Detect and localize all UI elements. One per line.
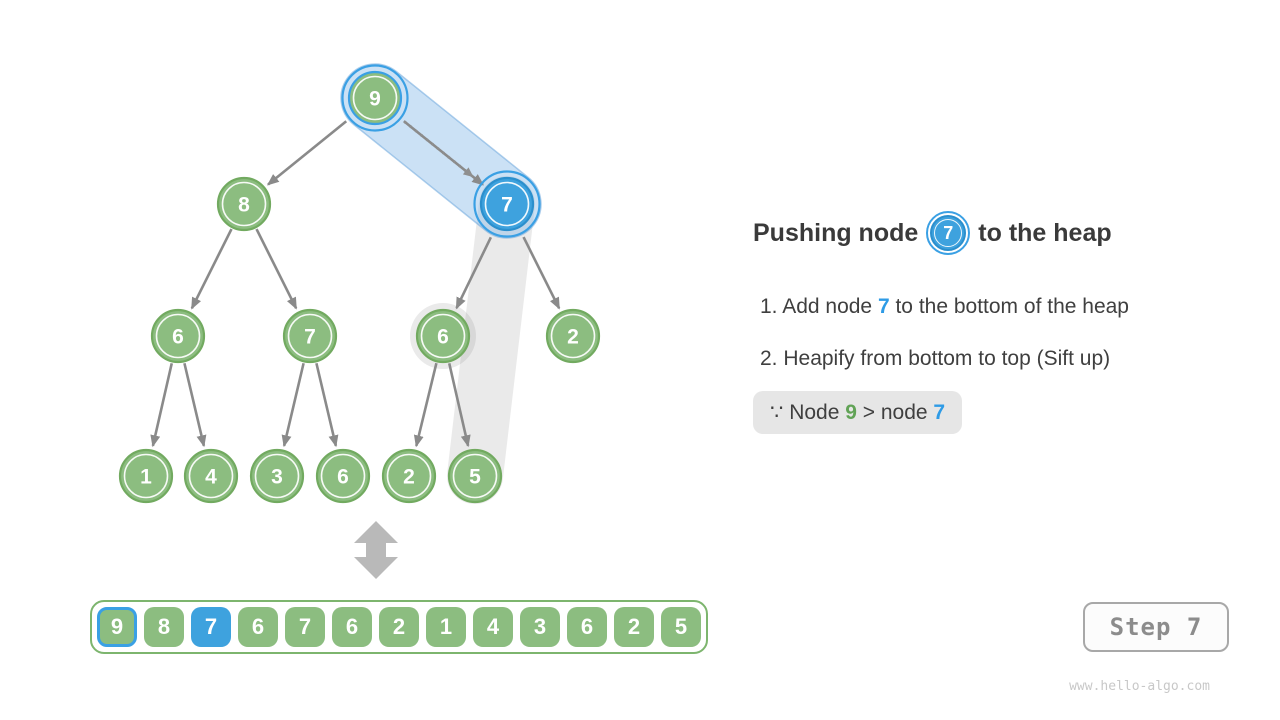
tree-node: 3 [249,448,305,504]
text-segment: 9 [845,401,857,424]
instruction-2: 2. Heapify from bottom to top (Sift up) [760,345,1129,373]
instruction-list: 1. Add node 7 to the bottom of the heap 2… [760,293,1129,397]
heap-tree-diagram: 9 8 7 6 7 6 2 1 4 3 6 2 5 [118,63,601,579]
tree-edge [315,362,339,448]
tree-node-value: 6 [337,466,349,489]
tree-node: 7 [282,308,338,364]
tree-node: 6 [150,308,206,364]
tree-edge [455,236,493,310]
tree-node: 2 [381,448,437,504]
tree-node-value: 9 [369,88,381,111]
tree-edge [522,236,561,310]
array-cell: 6 [332,607,372,647]
tree-node: 9 [341,64,409,132]
tree-node-value: 3 [271,466,283,489]
tree-node-value: 7 [501,194,513,217]
tree-node: 6 [415,308,471,364]
array-cell: 9 [97,607,137,647]
instruction-1: 1. Add node 7 to the bottom of the heap [760,293,1129,321]
tree-node-value: 1 [140,466,152,489]
text-segment: ∵ Node [770,401,846,424]
tree-node: 7 [473,170,541,238]
text-segment: 7 [933,401,946,424]
tree-array-swap-icon [354,521,398,579]
array-cell: 2 [614,607,654,647]
array-cell: 5 [661,607,701,647]
tree-edge [281,362,305,448]
tree-edge [255,228,298,310]
text-segment: 2. Heapify from bottom to top (Sift up) [760,347,1111,370]
tree-node-value: 7 [304,326,316,349]
tree-node-value: 8 [238,194,250,217]
tree-node-value: 6 [437,326,449,349]
tree-node-value: 2 [567,326,579,349]
array-cell: 8 [144,607,184,647]
array-cell: 6 [238,607,278,647]
text-segment: 7 [877,295,890,318]
tree-node: 1 [118,448,174,504]
tree-node: 6 [315,448,371,504]
tree-edge [266,120,348,186]
tree-node-value: 6 [172,326,184,349]
panel-title-suffix: to the heap [978,218,1112,247]
step-indicator: Step 7 [1083,602,1229,652]
tree-node: 2 [545,308,601,364]
tree-edge [150,363,174,448]
array-cell: 3 [520,607,560,647]
panel-title-prefix: Pushing node [753,218,919,247]
tree-node: 8 [216,176,272,232]
text-segment: to the bottom of the heap [889,295,1129,318]
swap-arrow-dotted [403,120,474,178]
array-cell: 7 [191,607,231,647]
tree-node-value: 4 [205,466,217,489]
text-segment: > node [856,401,934,424]
array-cell: 2 [379,607,419,647]
tree-node: 4 [183,448,239,504]
tree-edge [447,363,471,448]
array-cell: 7 [285,607,325,647]
array-cell: 1 [426,607,466,647]
tree-edge [413,362,438,448]
tree-edge [183,362,207,448]
watermark: www.hello-algo.com [1069,679,1210,694]
tree-node-value: 2 [403,466,415,489]
tree-node-value: 5 [469,466,481,489]
node-7-badge-value: 7 [943,222,954,243]
highlight-ring [341,64,409,132]
node-7-badge: 7 [926,211,971,255]
array-cell: 6 [567,607,607,647]
tree-edge [190,228,233,310]
highlight-ring [473,170,541,238]
reason-note: ∵ Node 9 > node 7 [753,391,963,434]
array-cell: 4 [473,607,513,647]
text-segment: 1. Add node [760,295,878,318]
panel-title: Pushing node 7 to the heap [753,210,1112,256]
highlight-pill-gray [446,175,535,504]
tree-node: 5 [447,448,503,504]
